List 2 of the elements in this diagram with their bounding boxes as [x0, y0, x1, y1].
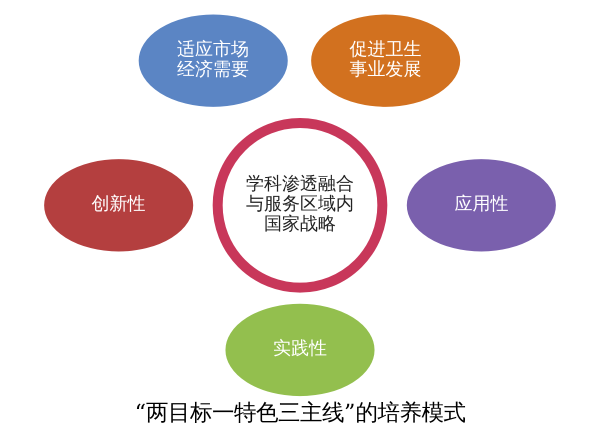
caption: “两目标一特色三主线”的培养模式	[134, 400, 466, 426]
node-circle: 学科渗透融合与服务区域内国家战略	[212, 118, 388, 293]
